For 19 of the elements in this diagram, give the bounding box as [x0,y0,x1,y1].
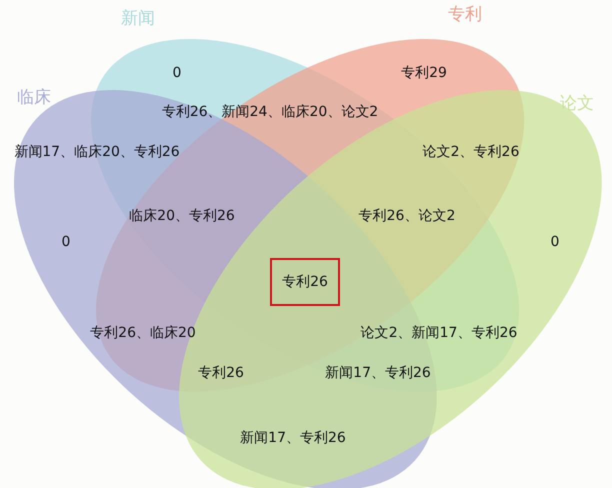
region-label: 专利26、论文2 [358,207,456,225]
region-label: 专利26、临床20 [90,324,196,342]
set-label: 论文 [560,92,594,114]
region-label: 新闻17、专利26 [325,364,431,382]
set-label: 专利 [448,4,482,26]
set-label: 新闻 [120,8,155,30]
region-label: 新闻17、专利26 [240,429,346,447]
region-label: 专利26、新闻24、临床20、论文2 [162,103,378,121]
set-label: 临床 [16,86,51,108]
region-label: 专利26 [198,364,244,382]
region-label: 论文2、专利26 [422,143,520,161]
region-label: 0 [62,234,70,250]
highlight-box: 专利26 [270,258,340,306]
region-label: 0 [172,65,182,81]
region-label: 0 [550,234,560,250]
region-label: 临床20、专利26 [129,207,235,225]
region-label: 论文2、新闻17、专利26 [360,324,518,342]
region-label: 新闻17、临床20、专利26 [14,143,180,161]
region-label: 专利29 [401,64,447,82]
